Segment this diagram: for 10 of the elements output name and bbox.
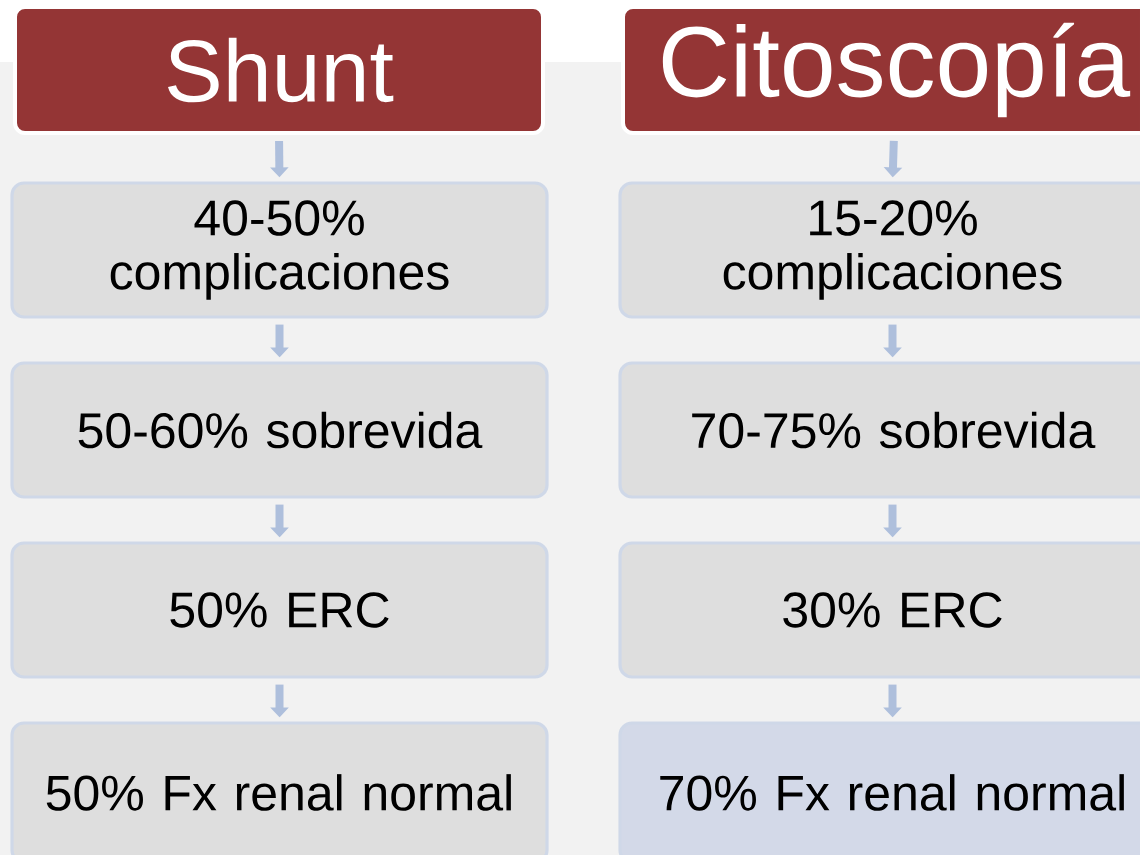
result-box: 15-20% complicaciones bbox=[618, 181, 1140, 319]
result-box: 50% Fx renal normal bbox=[10, 721, 549, 855]
result-box: 50% ERC bbox=[10, 541, 549, 679]
header-box: Citoscopía bbox=[621, 5, 1140, 135]
result-box: 50-60% sobrevida bbox=[10, 361, 549, 499]
result-box: 40-50% complicaciones bbox=[10, 181, 549, 319]
result-box: 30% ERC bbox=[618, 541, 1140, 679]
header-box: Shunt bbox=[13, 5, 545, 135]
result-box: 70% Fx renal normal bbox=[618, 721, 1140, 855]
result-box: 70-75% sobrevida bbox=[618, 361, 1140, 499]
